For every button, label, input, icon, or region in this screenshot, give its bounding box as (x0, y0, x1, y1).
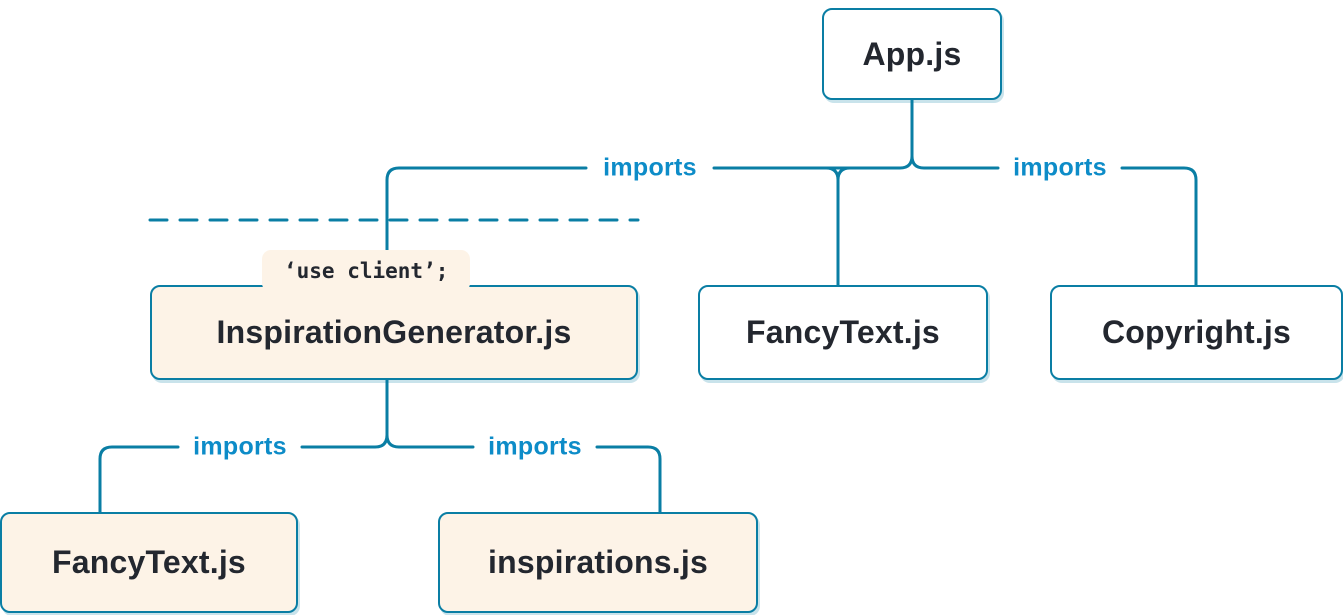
node-fancytext-js-bottom: FancyText.js (0, 512, 298, 613)
node-app-js: App.js (822, 8, 1002, 100)
edge-label-imports-inspiration-to-fancytext: imports (193, 432, 287, 461)
node-fancytext-js-bottom-label: FancyText.js (52, 544, 246, 580)
node-fancytext-js-top: FancyText.js (698, 285, 988, 380)
node-inspiration-generator-js-label: InspirationGenerator.js (216, 314, 572, 350)
edge-label-imports-app-to-copyright: imports (1013, 153, 1107, 182)
node-inspirations-js: inspirations.js (438, 512, 758, 613)
edge-label-imports-app-to-inspiration: imports (603, 153, 697, 182)
connector-inspiration-to-inspirations (385, 378, 662, 514)
connector-app-to-fancytext (824, 166, 852, 287)
use-client-directive-tag: ‘use client’; (262, 250, 471, 292)
node-copyright-js: Copyright.js (1050, 285, 1343, 380)
node-inspirations-js-label: inspirations.js (488, 544, 708, 580)
connector-app-to-copyright (910, 98, 1198, 287)
node-copyright-js-label: Copyright.js (1101, 314, 1292, 350)
node-app-js-label: App.js (862, 35, 962, 72)
node-fancytext-js-top-label: FancyText.js (746, 314, 940, 350)
node-inspiration-generator-js: InspirationGenerator.js (150, 285, 638, 380)
edge-label-imports-inspiration-to-inspirations: imports (488, 432, 582, 461)
